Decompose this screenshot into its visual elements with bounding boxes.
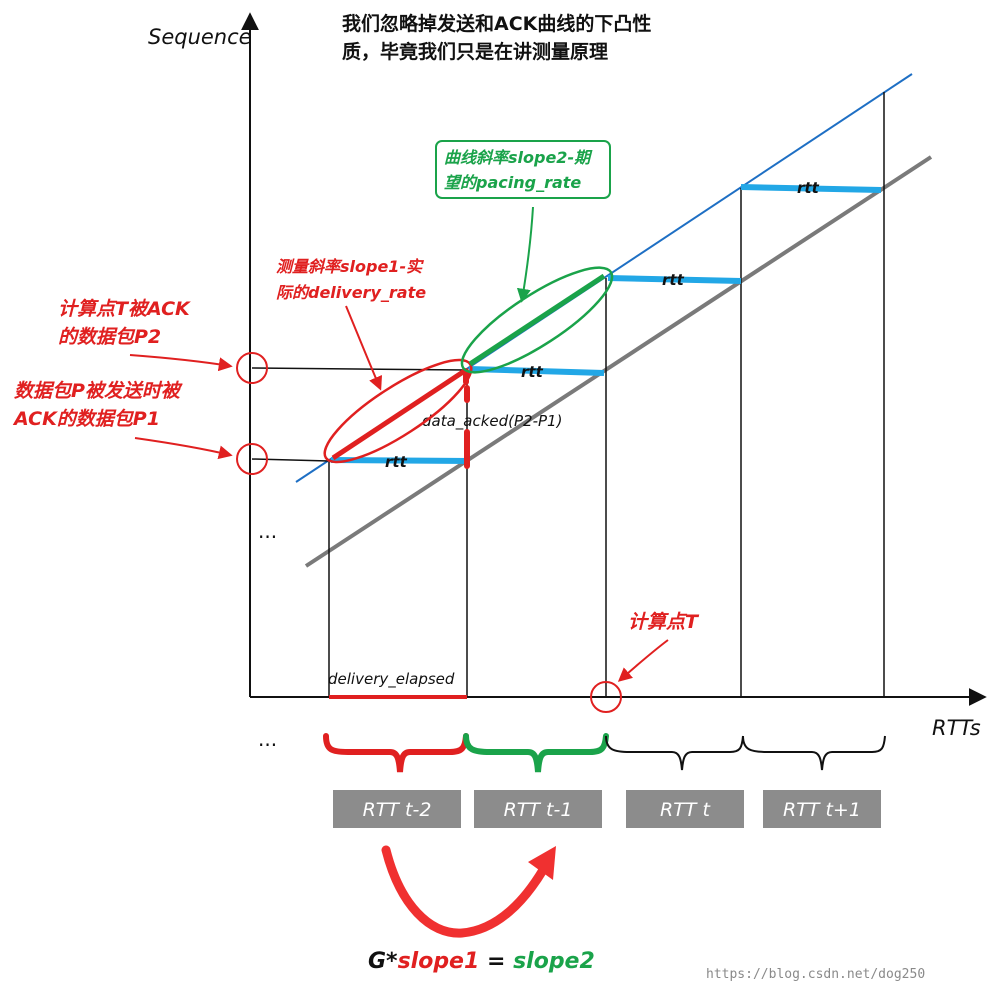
slope1-segment [331,367,468,461]
red-annotation-line-2: 际的delivery_rate [276,283,426,302]
p1-arrow [134,437,233,460]
p1-label-line-2: ACK的数据包P1 [12,408,160,430]
rtt-box-t-2 [333,790,461,828]
red-annotation-arrow [345,305,383,391]
delivery-elapsed-label: delivery_elapsed [328,670,455,689]
brace-rtt-t-2 [323,733,469,773]
hline-p1 [251,458,330,462]
rtt-box-t-2-label: RTT t-2 [363,799,432,821]
brace-rtt-t-1 [463,733,609,773]
slope2-segment [468,273,606,367]
note-line-2: 质，毕竟我们只是在讲测量原理 [342,40,608,63]
formula: G*slope1 = slope2 [368,949,595,974]
rtt-box-t [626,790,744,828]
big-curved-arrow-head [528,846,556,880]
big-curved-arrow [381,845,548,938]
rtt-box-t-plus-1-label: RTT t+1 [783,799,861,821]
rtt-bar-4 [740,184,882,193]
green-box-line-1: 曲线斜率slope2-期 [444,148,593,167]
y-ellipsis: ... [258,519,277,543]
rtt-box-t-1-label: RTT t-1 [504,799,573,821]
ack-curve [304,155,933,568]
rtt-label-2: rtt [521,363,544,381]
y-axis-label: Sequence [148,25,252,49]
formula-g: G* [368,949,398,974]
x-ellipsis: ... [258,727,277,751]
note-line-1: 我们忽略掉发送和ACK曲线的下凸性 [342,12,651,35]
calc-point-arrow [617,639,669,682]
rtt-bar-3 [607,275,742,284]
formula-slope1: slope1 [398,949,480,974]
green-arrow [516,206,534,303]
green-box-line-2: 望的pacing_rate [444,173,581,192]
hline-p2 [251,367,468,371]
p1-label-line-1: 数据包P被发送时被 [14,380,183,402]
rtt-box-t-plus-1 [763,790,881,828]
p1-circle [236,443,268,475]
rtt-label-3: rtt [662,271,685,289]
red-annotation-line-1: 测量斜率slope1-实 [276,257,424,276]
p2-label-line-1: 计算点T被ACK [58,298,191,320]
calc-point-label: 计算点T [628,611,700,633]
brace-rtt-t-plus-1 [742,735,886,771]
calc-point-circle [590,681,622,713]
rtt-box-t-label: RTT t [660,799,711,821]
rtt-label-4: rtt [797,179,820,197]
brace-rtt-t [605,735,744,771]
p2-circle [236,352,268,384]
data-acked-label: data_acked(P2-P1) [422,412,562,431]
rtt-box-t-1 [474,790,602,828]
p2-arrow [129,354,233,372]
green-annotation-box [435,140,611,199]
p2-label-line-2: 的数据包P2 [58,326,161,348]
watermark: https://blog.csdn.net/dog250 [706,967,925,982]
formula-eq: = [479,949,513,974]
x-axis-label: RTTs [932,716,981,740]
formula-slope2: slope2 [513,949,595,974]
rtt-label-1: rtt [385,453,408,471]
